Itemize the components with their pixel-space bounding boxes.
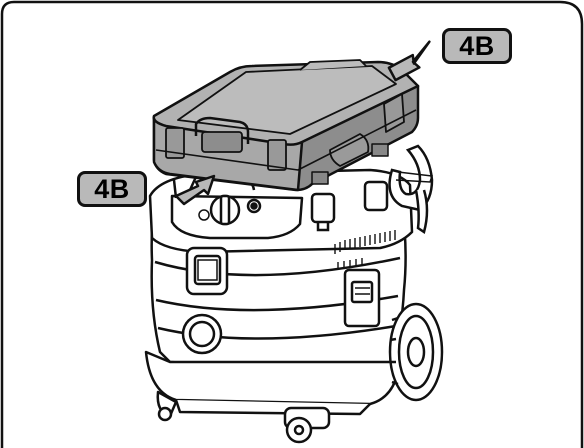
- callout-label-top: 4B: [442, 28, 512, 64]
- selector-knob: [198, 194, 262, 226]
- rear-wheel: [388, 302, 444, 402]
- control-display: [185, 246, 229, 296]
- vent-grille: [334, 230, 396, 270]
- hose-hook: [388, 144, 434, 235]
- tool-case: [152, 59, 420, 192]
- arrow-left: [174, 174, 216, 206]
- suction-port: [181, 313, 223, 355]
- arrow-top: [387, 40, 431, 82]
- callout-label-left: 4B: [77, 171, 147, 207]
- side-accessory-holder: [343, 268, 381, 328]
- latch-clips: [310, 180, 389, 232]
